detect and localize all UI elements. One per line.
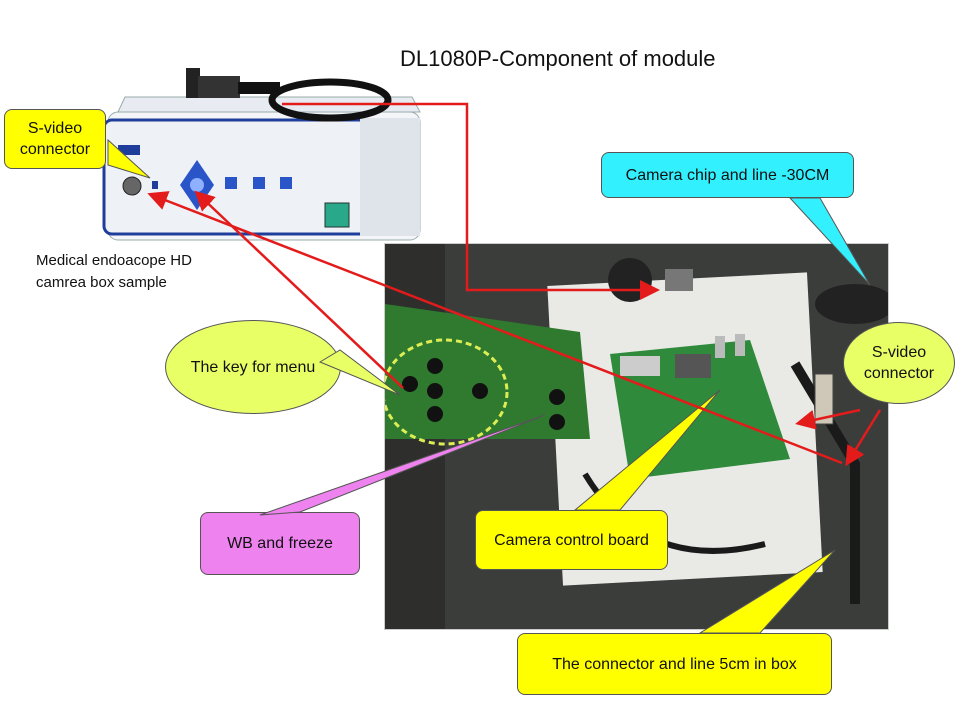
annotation-arrows <box>0 0 960 720</box>
